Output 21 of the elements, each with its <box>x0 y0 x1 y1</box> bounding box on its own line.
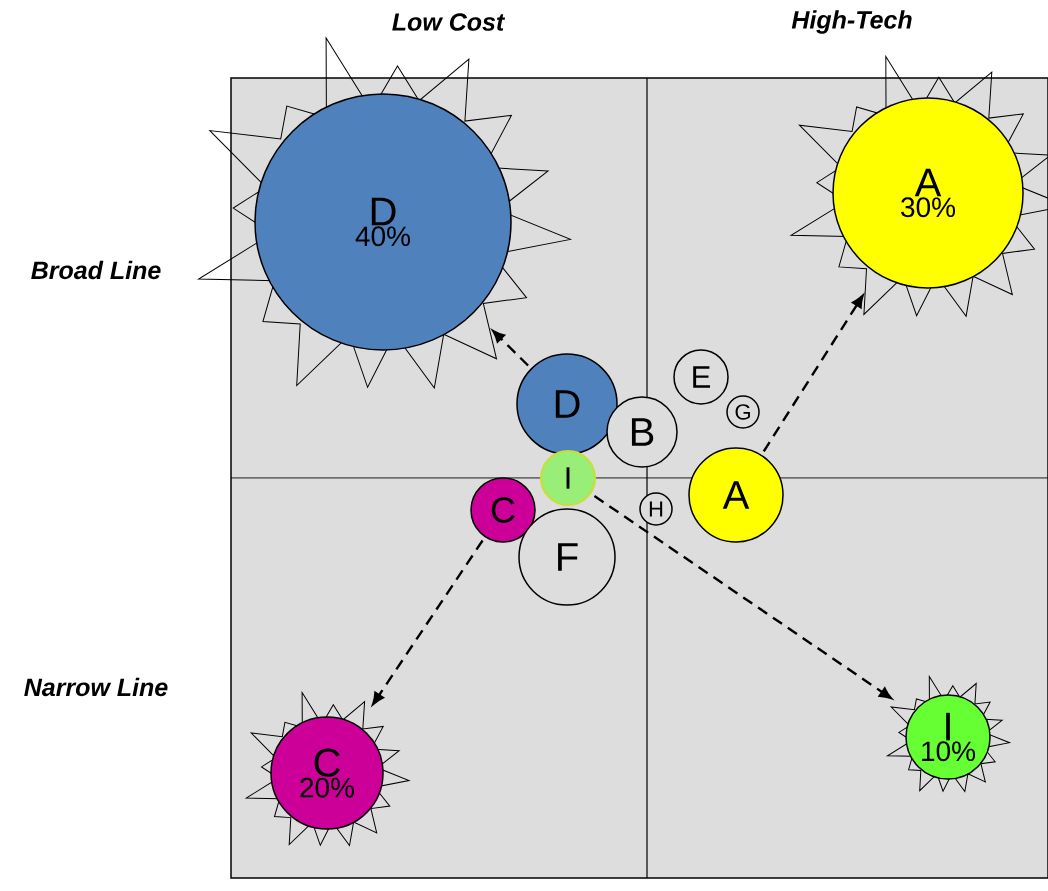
bubble: D 40% <box>254 93 512 351</box>
bubble: B <box>606 396 678 468</box>
bubble: C <box>470 477 536 543</box>
bubble: G <box>726 395 760 429</box>
arrow <box>593 495 892 700</box>
bubble: I <box>540 450 596 506</box>
axis-label: Broad Line <box>31 260 161 280</box>
axis-label: Low Cost <box>392 13 506 31</box>
bubble: A 30% <box>832 97 1024 289</box>
bubble: I 10% <box>905 694 991 780</box>
arrow <box>492 330 529 367</box>
bubble: E <box>673 349 729 405</box>
bubble: D <box>516 353 618 455</box>
axis-label: Narrow Line <box>24 677 168 697</box>
bubble: F <box>518 508 616 606</box>
arrow <box>762 295 864 452</box>
bubble: C 20% <box>270 716 384 830</box>
bubble: H <box>639 492 673 526</box>
bubble: A <box>688 447 784 543</box>
axis-label: High-Tech <box>791 10 912 34</box>
arrow <box>372 539 484 705</box>
